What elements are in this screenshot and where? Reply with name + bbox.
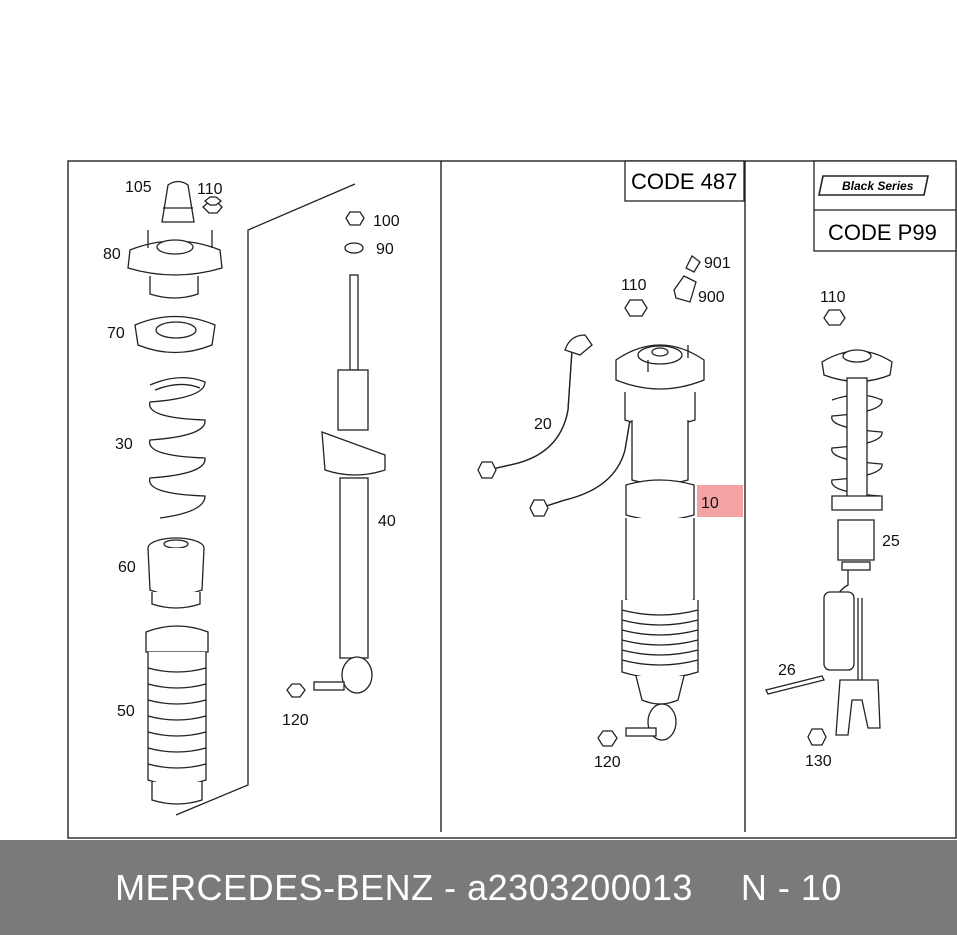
label-130: 130 [805, 753, 832, 770]
code-487-text: CODE 487 [631, 169, 737, 194]
parts-diagram: 105 110 80 70 30 60 50 100 90 40 120 COD… [67, 160, 957, 839]
label-60: 60 [118, 559, 136, 576]
black-series-text: Black Series [842, 179, 914, 193]
footer-separator: - [444, 866, 457, 908]
label-80: 80 [103, 246, 121, 263]
label-900: 900 [698, 289, 725, 306]
code-p99-text: CODE P99 [828, 220, 937, 245]
label-100: 100 [373, 213, 400, 230]
label-10: 10 [701, 495, 719, 512]
black-series-badge [818, 175, 929, 196]
footer-part-number: a2303200013 [467, 866, 693, 908]
label-105: 105 [125, 179, 152, 196]
label-40: 40 [378, 513, 396, 530]
panel-3-coilover: Black Series CODE P99 [765, 160, 957, 746]
footer-ref: N - 10 [740, 866, 842, 908]
highlight-part-10 [697, 485, 743, 517]
label-110: 110 [820, 289, 846, 306]
label-120: 120 [282, 712, 309, 729]
label-120: 120 [594, 754, 621, 771]
label-110: 110 [621, 277, 647, 294]
label-90: 90 [376, 241, 394, 258]
label-26: 26 [778, 662, 796, 679]
panel-3-labels: 110 25 26 130 [778, 289, 900, 770]
footer-bar: MERCEDES-BENZ - a2303200013 N - 10 [0, 840, 957, 935]
panel-2-labels: 901 110 900 20 10 120 [534, 255, 731, 771]
footer-brand: MERCEDES-BENZ [115, 866, 434, 908]
diagram-frame [67, 160, 957, 839]
label-30: 30 [115, 436, 133, 453]
panel-1-labels: 105 110 80 70 30 60 50 100 90 40 120 [103, 179, 400, 729]
code-487-box [624, 160, 745, 202]
label-50: 50 [117, 703, 135, 720]
label-901: 901 [704, 255, 731, 272]
label-25: 25 [882, 533, 900, 550]
panel-2-airmatic-strut: CODE 487 [477, 160, 745, 747]
label-20: 20 [534, 416, 552, 433]
label-70: 70 [107, 325, 125, 342]
panel-1-strut-exploded [127, 180, 386, 816]
label-110: 110 [197, 181, 223, 198]
